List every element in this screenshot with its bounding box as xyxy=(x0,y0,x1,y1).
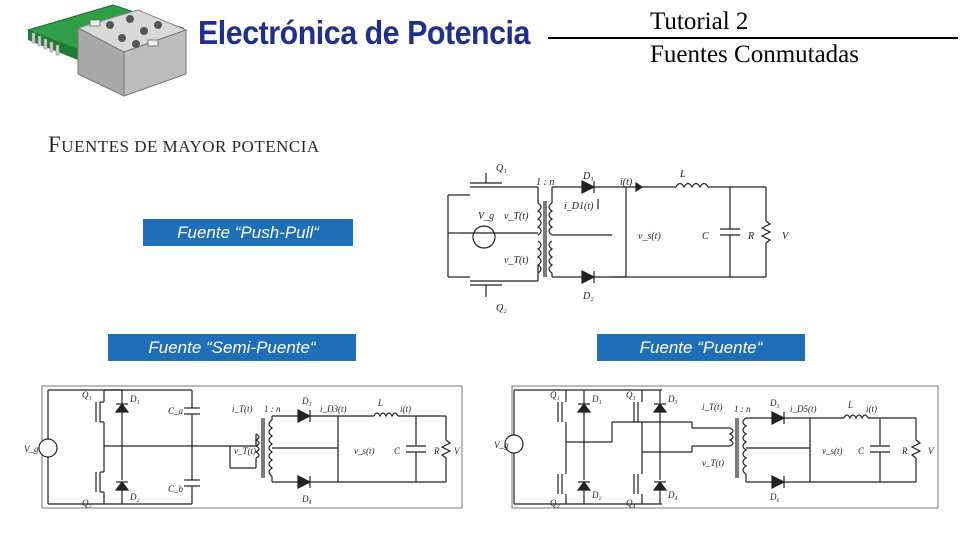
half-bridge-d3-label: D₃ xyxy=(301,396,312,406)
half-bridge-r-label: R xyxy=(433,446,440,456)
push-pull-r-label: R xyxy=(747,231,754,242)
full-bridge-l-label: L xyxy=(847,400,853,410)
half-bridge-q1-label: Q₁ xyxy=(82,390,92,400)
section-heading-initial: F xyxy=(48,132,62,157)
full-bridge-d2-label: D₂ xyxy=(591,490,602,500)
full-bridge-q4-label: Q₄ xyxy=(626,498,636,508)
push-pull-v-label: V xyxy=(782,231,790,242)
full-bridge-d5-label: D₅ xyxy=(769,398,780,408)
push-pull-circuit xyxy=(447,173,772,297)
push-pull-vt1-label: v_T(t) xyxy=(504,211,529,222)
section-heading-rest: UENTES DE MAYOR POTENCIA xyxy=(61,137,320,156)
push-pull-vg-label: V_g xyxy=(478,211,494,222)
push-pull-q1-label: Q₁ xyxy=(496,163,507,174)
push-pull-id1-label: i_D1(t) xyxy=(564,201,594,212)
full-bridge-vs-label: v_s(t) xyxy=(822,446,843,456)
half-bridge-circuit xyxy=(38,385,463,509)
half-bridge-id3-label: i_D3(t) xyxy=(320,404,347,414)
full-bridge-q1-label: Q₁ xyxy=(550,390,560,400)
full-bridge-ratio-label: 1 : n xyxy=(734,404,751,414)
full-bridge-r-label: R xyxy=(901,446,908,456)
tutorial-number: Tutorial 2 xyxy=(646,8,753,36)
full-bridge-q3-label: Q₃ xyxy=(626,390,636,400)
half-bridge-il-label: i(t) xyxy=(400,404,411,414)
full-bridge-circuit xyxy=(504,385,939,509)
full-bridge-label: Fuente “Puente“ xyxy=(597,334,805,361)
power-module-image xyxy=(26,4,188,97)
push-pull-d2-label: D₂ xyxy=(582,291,594,302)
main-title: Electrónica de Potencia xyxy=(198,14,530,51)
full-bridge-id5-label: i_D5(t) xyxy=(790,404,817,414)
half-bridge-v-label: V xyxy=(454,446,461,456)
half-bridge-q2-label: Q₂ xyxy=(82,498,92,508)
full-bridge-d4-label: D₄ xyxy=(667,490,678,500)
push-pull-l-label: L xyxy=(679,169,686,180)
full-bridge-it-label: i_T(t) xyxy=(702,402,723,412)
half-bridge-l-label: L xyxy=(377,398,383,408)
tutorial-subtitle: Fuentes Conmutadas xyxy=(646,41,864,69)
half-bridge-label: Fuente “Semi-Puente“ xyxy=(108,334,356,361)
full-bridge-v-label: V xyxy=(928,446,935,456)
full-bridge-vt-label: v_T(t) xyxy=(702,458,724,468)
half-bridge-d4-label: D₄ xyxy=(301,494,312,504)
full-bridge-c-label: C xyxy=(858,446,865,456)
half-bridge-circuit-labels: V_g Q₁ Q₂ D₁ D₂ C_a C_b i_T(t) 1 : n D₃ … xyxy=(24,390,461,508)
half-bridge-cb-label: C_b xyxy=(168,484,184,494)
half-bridge-vt-label: v_T(t) xyxy=(234,446,256,456)
push-pull-c-label: C xyxy=(702,231,709,242)
full-bridge-d3-label: D₃ xyxy=(667,394,678,404)
half-bridge-ratio-label: 1 : n xyxy=(264,404,281,414)
full-bridge-il-label: i(t) xyxy=(866,404,877,414)
push-pull-d1-label: D₁ xyxy=(582,171,594,182)
push-pull-vt2-label: v_T(t) xyxy=(504,255,529,266)
full-bridge-q2-label: Q₂ xyxy=(550,498,560,508)
push-pull-it-label: i(t) xyxy=(620,177,633,188)
half-bridge-ca-label: C_a xyxy=(168,406,184,416)
full-bridge-d1-label: D₁ xyxy=(591,394,602,404)
full-bridge-circuit-labels: V_g Q₁ Q₂ Q₃ Q₄ D₁ D₂ D₃ D₄ D₅ D₆ i_T(t)… xyxy=(494,390,935,508)
title-underline xyxy=(548,37,958,39)
section-heading: FUENTES DE MAYOR POTENCIA xyxy=(48,132,320,158)
push-pull-ratio-label: 1 : n xyxy=(536,177,554,188)
half-bridge-vg-label: V_g xyxy=(24,444,39,454)
half-bridge-d1-label: D₁ xyxy=(129,394,140,404)
push-pull-vs-label: v_s(t) xyxy=(638,231,661,242)
push-pull-q2-label: Q₂ xyxy=(496,303,507,314)
push-pull-circuit-labels: Q₁ Q₂ D₁ D₂ L C R V V_g v_T(t) v_T(t) i(… xyxy=(478,163,790,314)
half-bridge-d2-label: D₂ xyxy=(129,492,140,502)
push-pull-label: Fuente “Push-Pull“ xyxy=(143,219,353,246)
full-bridge-d6-label: D₆ xyxy=(769,492,780,502)
full-bridge-vg-label: V_g xyxy=(494,440,509,450)
half-bridge-vs-label: v_s(t) xyxy=(354,446,375,456)
half-bridge-it-label: i_T(t) xyxy=(232,404,253,414)
half-bridge-c-label: C xyxy=(394,446,401,456)
